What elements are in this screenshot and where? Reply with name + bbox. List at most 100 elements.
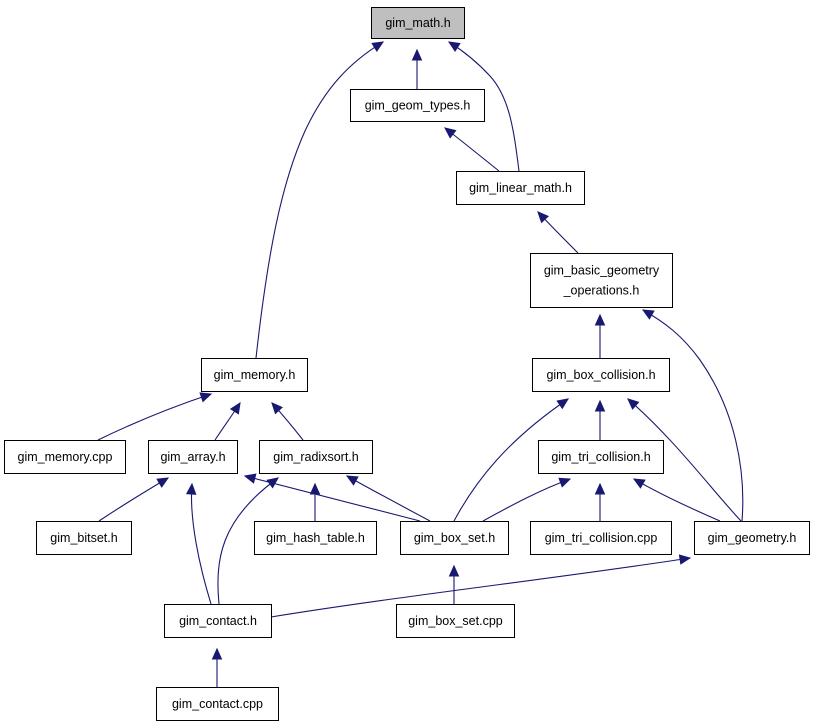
node-box [371,7,465,39]
edge-gim-linear-math-h-to-gim-math-h [447,41,520,172]
node-gim-geom-types-h[interactable]: gim_geom_types.h [350,89,485,122]
edge-gim-box-set-cpp-to-gim-box-set-h [448,564,460,604]
node-gim-hash-table-h[interactable]: gim_hash_table.h [254,521,377,555]
edge-gim-geometry-h-to-gim-tri-collision-h [632,478,721,522]
arrowhead-icon [678,554,692,565]
edge-gim-hash-table-h-to-gim-radixsort-h [309,482,321,521]
node-label: gim_contact.h [179,614,257,628]
node-box [532,358,670,392]
arrowhead-icon [185,482,197,495]
edge-gim-radixsort-h-to-gim-memory-h [271,402,304,441]
arrowhead-icon [199,392,213,403]
node-gim-linear-math-h[interactable]: gim_linear_math.h [456,171,585,205]
node-gim-math-h[interactable]: gim_math.h [371,7,465,39]
edge-line [642,309,744,522]
node-label: gim_math.h [385,16,450,30]
node-box [538,440,664,474]
arrowhead-icon [211,647,223,660]
node-label: gim_radixsort.h [273,450,358,464]
arrowhead-icon [444,127,457,139]
node-box [530,253,673,308]
arrowhead-icon [627,398,640,410]
edge-gim-tri-collision-h-to-gim-box-collision-h [594,399,606,440]
arrowhead-icon [271,402,283,415]
edge-gim-geom-types-h-to-gim-math-h [411,48,423,89]
node-label: gim_contact.cpp [172,697,263,711]
edge-gim-box-collision-h-to-gim-basic-geometry-operations-h [594,313,606,358]
node-box [530,521,672,555]
arrowhead-icon [558,477,572,488]
edge-line [244,475,421,522]
node-box [694,521,810,555]
edge-gim-box-set-h-to-gim-box-collision-h [453,398,570,522]
node-label: gim_linear_math.h [469,181,572,195]
node-label: gim_tri_collision.cpp [545,531,658,545]
node-gim-box-collision-h[interactable]: gim_box_collision.h [532,358,670,392]
edge-line [448,41,520,172]
arrowhead-icon [594,313,606,326]
arrowhead-icon [537,211,550,224]
edge-line [627,398,742,522]
node-box [400,521,509,555]
node-label: gim_bitset.h [50,531,117,545]
arrowhead-icon [266,477,279,489]
arrowhead-icon [448,564,460,577]
edge-gim-box-set-h-to-gim-array-h [243,473,421,522]
arrowhead-icon [447,41,461,53]
node-gim-geometry-h[interactable]: gim_geometry.h [694,521,810,555]
node-box [259,440,373,474]
arrowhead-icon [309,482,321,495]
edge-line [97,393,212,441]
node-gim-basic-geometry-operations-h[interactable]: gim_basic_geometry_operations.h [530,253,673,308]
node-label: gim_array.h [160,450,225,464]
node-gim-tri-collision-cpp[interactable]: gim_tri_collision.cpp [530,521,672,555]
edge-line [255,41,384,359]
edge-gim-geometry-h-to-gim-basic-geometry-operations-h [641,309,744,522]
node-label: gim_memory.h [214,368,296,382]
node-gim-box-set-cpp[interactable]: gim_box_set.cpp [396,604,515,638]
edge-gim-contact-h-to-gim-geometry-h [270,554,692,618]
edge-gim-linear-math-h-to-gim-geom-types-h [444,127,500,172]
node-box [254,521,377,555]
edge-line [346,475,431,522]
node-gim-memory-h[interactable]: gim_memory.h [201,358,308,392]
arrowhead-icon [345,475,359,486]
arrowhead-icon [641,309,655,320]
edge-gim-memory-cpp-to-gim-memory-h [97,392,213,441]
edge-line [270,557,691,618]
node-gim-array-h[interactable]: gim_array.h [148,440,238,474]
edge-line [482,478,571,522]
node-gim-tri-collision-h[interactable]: gim_tri_collision.h [538,440,664,474]
edge-gim-array-h-to-gim-memory-h [214,401,241,441]
node-gim-contact-h[interactable]: gim_contact.h [164,604,272,638]
node-label: gim_box_set.cpp [408,614,503,628]
node-gim-contact-cpp[interactable]: gim_contact.cpp [156,687,279,721]
edge-gim-geometry-h-to-gim-box-collision-h [627,398,742,522]
edge-gim-memory-h-to-gim-math-h [255,41,385,359]
node-gim-bitset-h[interactable]: gim_bitset.h [36,521,132,555]
node-box [156,687,279,721]
edge-line [453,398,569,522]
node-gim-memory-cpp[interactable]: gim_memory.cpp [4,440,126,474]
node-label: gim_memory.cpp [18,450,113,464]
arrowhead-icon [594,399,606,412]
node-box [36,521,132,555]
node-label: gim_tri_collision.h [551,450,650,464]
node-box [456,171,585,205]
edge-gim-basic-geometry-operations-h-to-gim-linear-math-h [537,211,579,254]
node-gim-radixsort-h[interactable]: gim_radixsort.h [259,440,373,474]
node-label: gim_geom_types.h [365,99,471,113]
node-box [164,604,272,638]
edge-line [98,477,169,522]
node-box [148,440,238,474]
edge-gim-contact-cpp-to-gim-contact-h [211,647,223,687]
node-label: gim_box_collision.h [546,368,655,382]
edge-gim-bitset-h-to-gim-array-h [98,477,170,522]
arrowhead-icon [371,41,385,52]
arrowhead-icon [632,478,646,489]
graph-nodes: gim_math.h gim_geom_types.h gim_linear_mat… [4,7,810,721]
node-label: gim_box_set.h [414,531,495,545]
edge-gim-box-set-h-to-gim-radixsort-h [345,475,431,522]
node-gim-box-set-h[interactable]: gim_box_set.h [400,521,509,555]
